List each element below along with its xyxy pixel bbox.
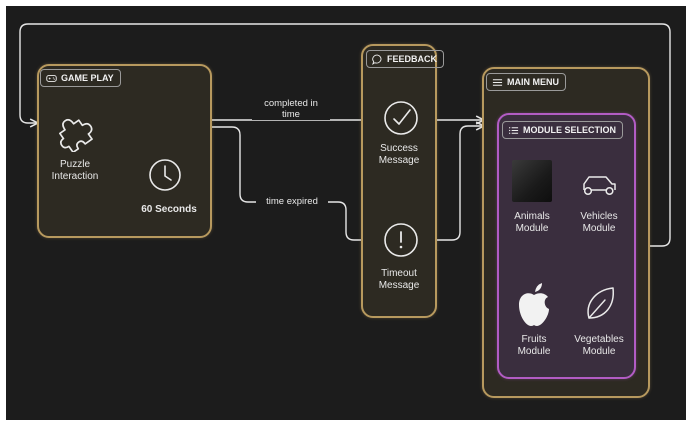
edge-return-loop — [19, 23, 671, 247]
fruits-module-label[interactable]: Fruits Module — [517, 334, 551, 357]
module-selection-group — [497, 113, 636, 379]
game-play-group — [37, 64, 212, 238]
game-play-tag: GAME PLAY — [40, 69, 121, 87]
gamepad-icon — [46, 74, 57, 82]
expired-edge-label: time expired — [256, 196, 328, 207]
alert-circle-icon — [384, 223, 418, 257]
main-menu-title: MAIN MENU — [507, 77, 559, 87]
animal-image[interactable] — [512, 160, 552, 202]
module-selection-tag: MODULE SELECTION — [502, 121, 624, 139]
vehicles-module-label[interactable]: Vehicles Module — [580, 211, 618, 234]
check-circle-icon — [384, 101, 418, 135]
puzzle-icon — [59, 118, 93, 152]
apple-icon[interactable] — [515, 282, 553, 328]
car-icon[interactable] — [580, 170, 618, 198]
success-message-label: Success Message — [378, 143, 420, 166]
menu-icon — [492, 78, 503, 86]
list-icon — [509, 126, 519, 134]
puzzle-interaction-label: Puzzle Interaction — [51, 159, 99, 182]
clock-icon — [149, 159, 181, 191]
diagram-canvas: GAME PLAY Puzzle Interaction 60 Seconds … — [6, 6, 686, 420]
leaf-icon[interactable] — [583, 284, 617, 324]
sixty-seconds-label: 60 Seconds — [141, 204, 197, 215]
feedback-title: FEEDBACK — [387, 54, 438, 64]
main-menu-tag: MAIN MENU — [486, 73, 566, 91]
animals-module-label[interactable]: Animals Module — [514, 211, 550, 234]
completed-edge-label: completed in time — [252, 98, 330, 120]
module-selection-title: MODULE SELECTION — [523, 125, 617, 135]
chat-bubble-icon — [372, 54, 382, 65]
edge-timeout-to-menu — [420, 126, 484, 241]
feedback-tag: FEEDBACK — [366, 50, 445, 68]
vegetables-module-label[interactable]: Vegetables Module — [574, 334, 624, 357]
feedback-group — [361, 44, 437, 318]
game-play-title: GAME PLAY — [61, 73, 114, 83]
timeout-message-label: Timeout Message — [378, 268, 420, 291]
